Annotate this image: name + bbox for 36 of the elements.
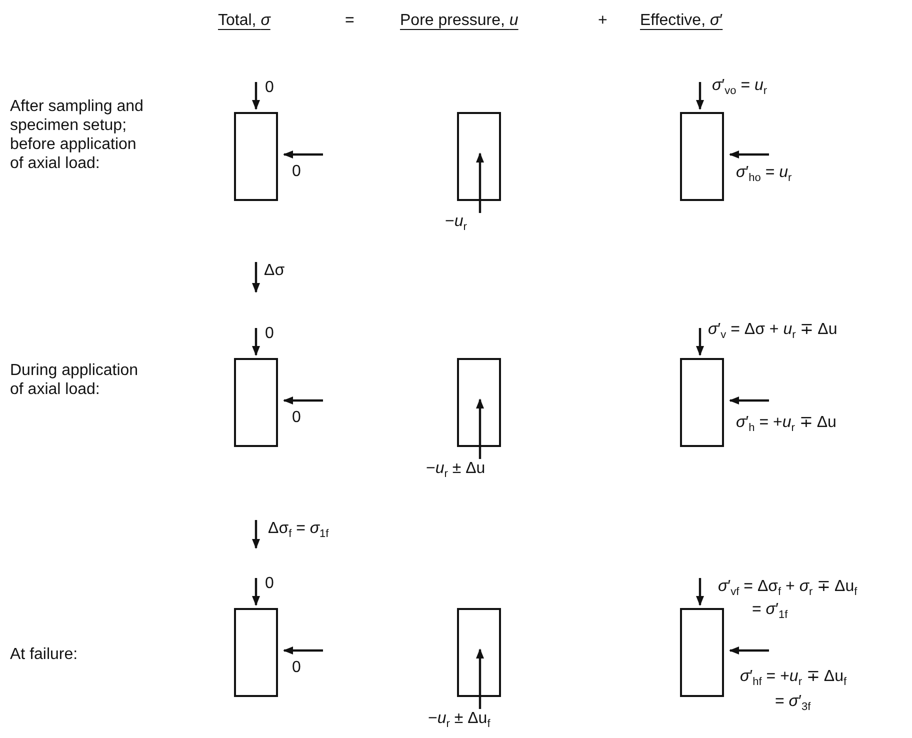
row-label: During application of axial load: [10,361,140,399]
pressure-label: −u$_{r}$ [445,213,467,236]
stress-label: Δσ$_{f}$ = σ$_{1f}$ [268,520,329,542]
stress-label: Δσ [264,262,285,280]
row-label: After sampling and specimen setup; before application of axial load: [10,97,144,173]
specimen-box [680,112,724,201]
stress-label: σ′$_{hf}$ = +u$_{r}$ ∓ Δu$_{f}$ [740,668,847,690]
stress-label: 0 [292,659,301,677]
stress-label: 0 [265,79,274,97]
specimen-box [680,608,724,697]
column-heading: Total, σ [218,12,270,30]
stress-label: σ′$_{vo}$ = u$_{r}$ [712,77,768,100]
column-heading: Pore pressure, u [400,12,518,30]
stress-label: 0 [265,325,274,343]
stress-label: 0 [292,163,301,181]
row-label: At failure: [10,645,79,664]
column-heading: Effective, σ′ [640,12,723,30]
specimen-box [234,358,278,447]
specimen-box [457,358,501,447]
stress-label: σ′$_{h}$ = +u$_{r}$ ∓ Δu [736,414,836,436]
stress-label: = σ′$_{1f}$ [752,601,788,624]
specimen-box [234,112,278,201]
stress-label: σ′$_{vf}$ = Δσ$_{f}$ + σ$_{r}$ ∓ Δu$_{f}$ [718,578,858,600]
stress-label: σ′$_{v}$ = Δσ + u$_{r}$ ∓ Δu [708,321,838,344]
plus-sign: + [598,12,608,30]
pressure-label: −u$_{r}$ ± Δu$_{f}$ [428,710,490,732]
specimen-box [234,608,278,697]
pressure-label: −u$_{r}$ ± Δu [426,460,486,482]
equals-sign: = [345,12,354,30]
stress-label: = σ′$_{3f}$ [775,693,811,716]
specimen-box [457,112,501,201]
stress-label: 0 [265,575,274,593]
specimen-box [457,608,501,697]
stress-label: σ′$_{ho}$ = u$_{r}$ [736,164,792,186]
stress-label: 0 [292,409,301,427]
specimen-box [680,358,724,447]
